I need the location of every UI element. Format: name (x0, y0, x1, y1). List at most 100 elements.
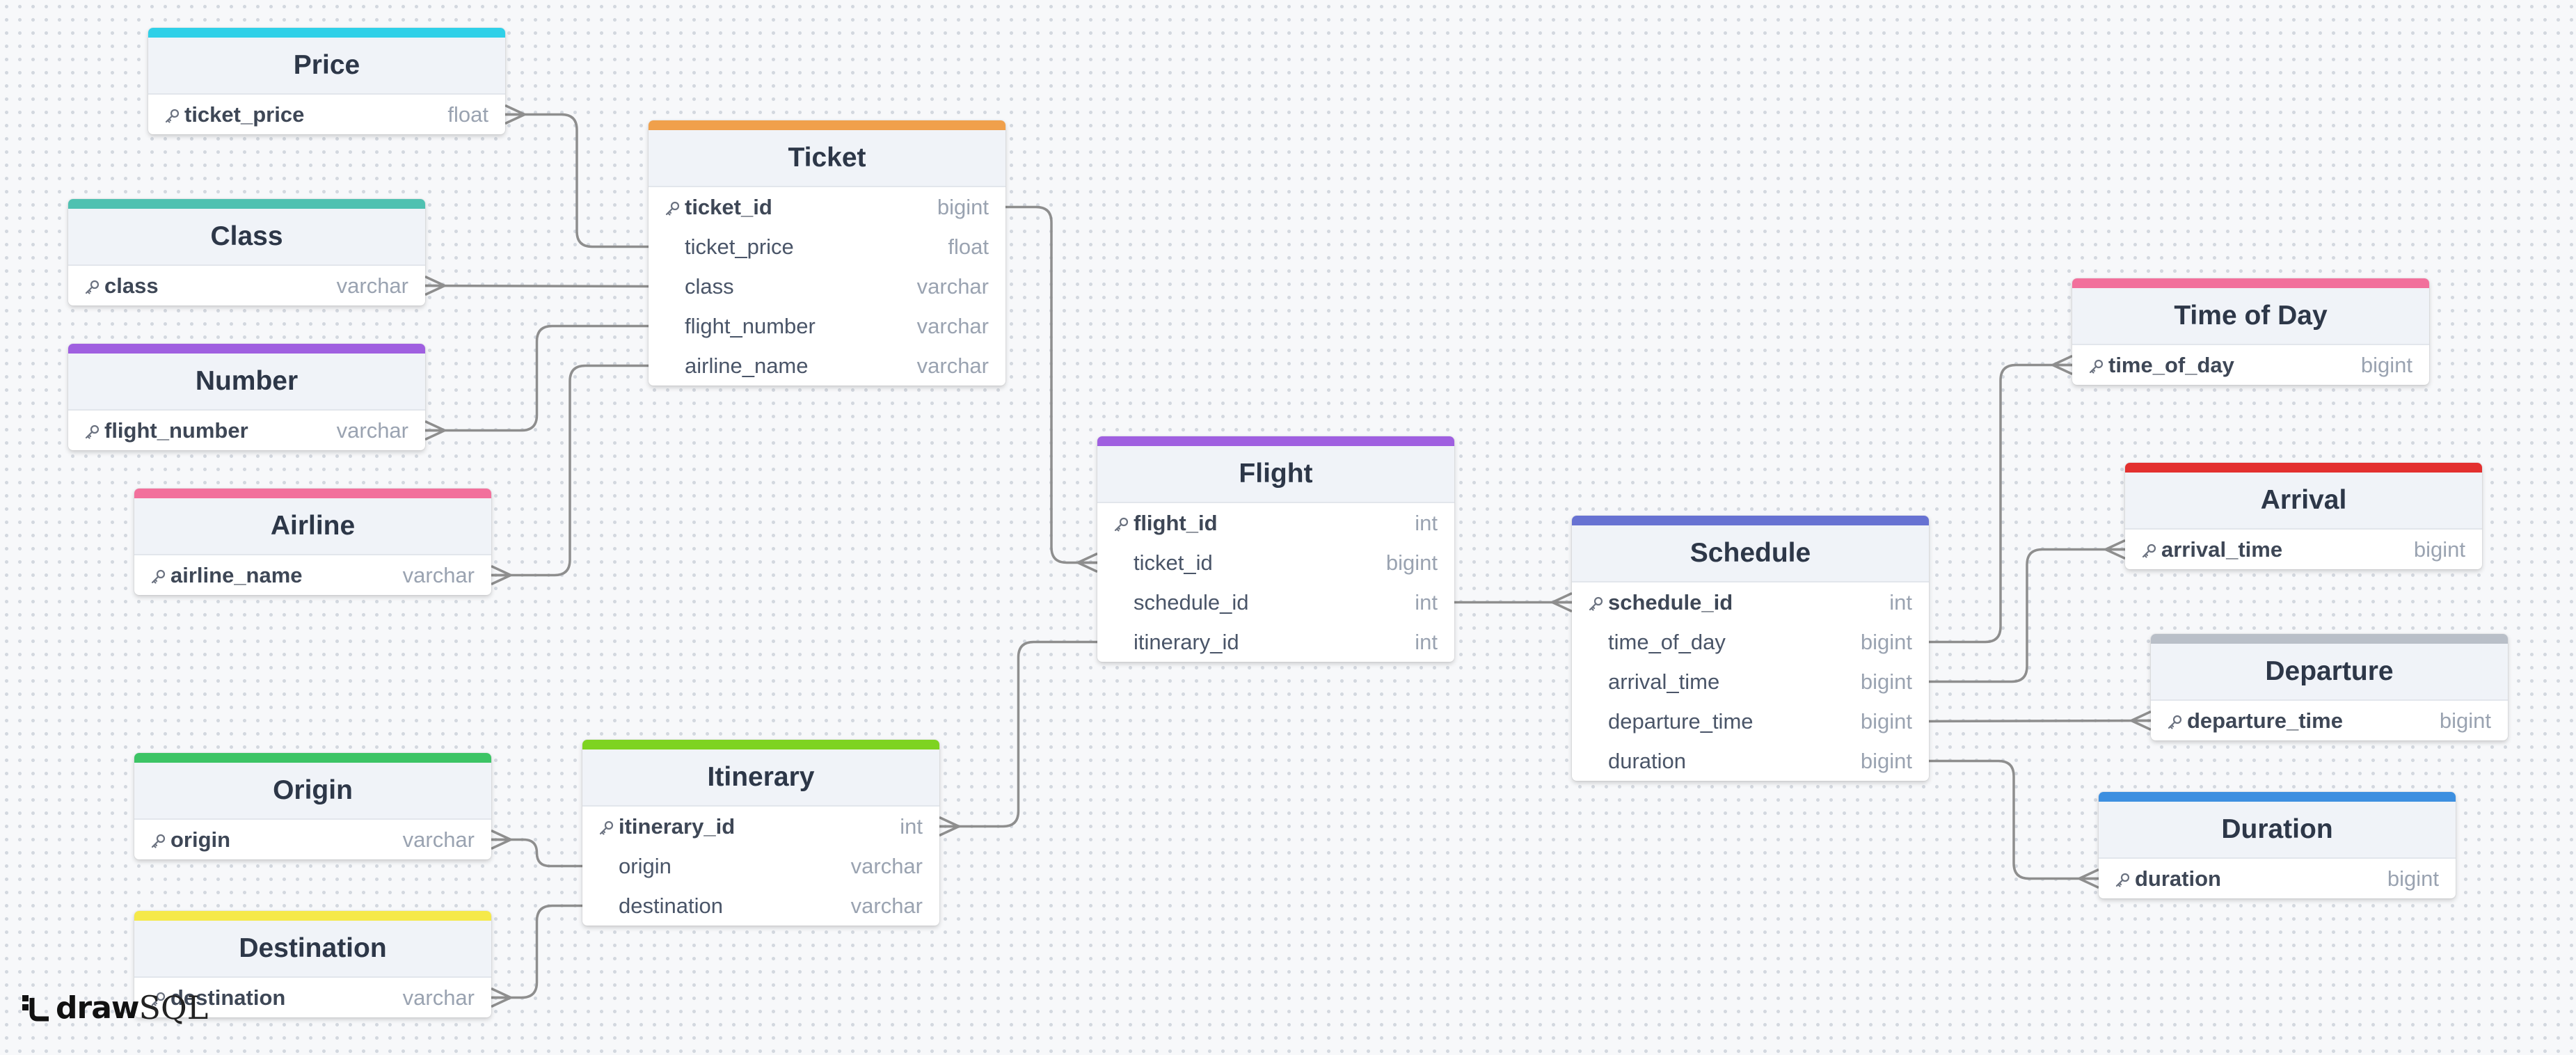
table-header[interactable]: Origin (134, 753, 491, 820)
table-title: Price (293, 50, 360, 80)
column-type: varchar (336, 273, 408, 298)
crows-foot-marker (2052, 354, 2073, 376)
table-header[interactable]: Departure (2151, 634, 2508, 701)
column-type: bigint (2360, 352, 2412, 377)
relationship-line (491, 838, 582, 868)
crows-foot-marker (424, 420, 445, 441)
table-header[interactable]: Itinerary (582, 740, 939, 807)
column-name: class (685, 273, 734, 299)
crows-foot-marker (1552, 592, 1573, 613)
column-name: arrival_time (2161, 537, 2283, 562)
column-row[interactable]: destination varchar (582, 886, 939, 926)
primary-key-icon (164, 108, 180, 125)
crows-foot-marker (2131, 710, 2152, 731)
column-name: schedule_id (1134, 589, 1249, 614)
table-header[interactable]: Flight (1097, 436, 1454, 503)
logo-sql-text: SQL (138, 989, 209, 1026)
column-type: varchar (402, 985, 475, 1010)
relationship-line (425, 324, 649, 432)
table-header[interactable]: Destination (134, 911, 491, 978)
column-type: varchar (402, 562, 475, 587)
column-type: varchar (916, 313, 989, 338)
column-row[interactable]: arrival_time bigint (2125, 530, 2482, 569)
primary-key-icon (1587, 596, 1604, 612)
relationship-line (424, 284, 649, 288)
table-header[interactable]: Arrival (2125, 463, 2482, 530)
table-title: Class (210, 221, 283, 251)
column-name: destination (619, 893, 723, 918)
crows-foot-marker (491, 564, 511, 586)
relationship-line (491, 364, 649, 577)
column-name: ticket_price (184, 102, 305, 127)
primary-key-icon (664, 200, 681, 217)
table-header[interactable]: Price (148, 28, 505, 95)
table-title: Destination (239, 933, 387, 963)
relationship-line (1928, 719, 2152, 723)
column-name: ticket_id (685, 194, 772, 219)
primary-key-icon (2166, 714, 2183, 731)
table-header[interactable]: Airline (134, 489, 491, 555)
table-header[interactable]: Number (68, 344, 425, 411)
column-type: bigint (2413, 537, 2465, 562)
table-header[interactable]: Ticket (649, 120, 1005, 187)
relationship-line (939, 640, 1097, 828)
crows-foot-marker (2078, 868, 2099, 889)
primary-key-icon (2140, 543, 2157, 560)
table-header[interactable]: Time of Day (2072, 278, 2429, 345)
column-name: duration (2135, 866, 2221, 891)
column-name: schedule_id (1608, 589, 1733, 614)
column-type: varchar (850, 893, 923, 918)
column-type: varchar (916, 273, 989, 299)
drawsql-logo: draw SQL (21, 987, 208, 1029)
table-header[interactable]: Class (68, 199, 425, 266)
table-arrival[interactable]: Arrival arrival_time bigint (2125, 463, 2482, 569)
table-header[interactable]: Schedule (1572, 516, 1929, 582)
crows-foot-marker (491, 829, 511, 850)
table-header[interactable]: Duration (2099, 792, 2456, 859)
column-row[interactable]: class varchar (649, 267, 1005, 306)
primary-key-icon (2088, 358, 2104, 375)
primary-key-icon (598, 820, 614, 836)
relationship-line (505, 113, 649, 248)
primary-key-icon (150, 569, 166, 585)
